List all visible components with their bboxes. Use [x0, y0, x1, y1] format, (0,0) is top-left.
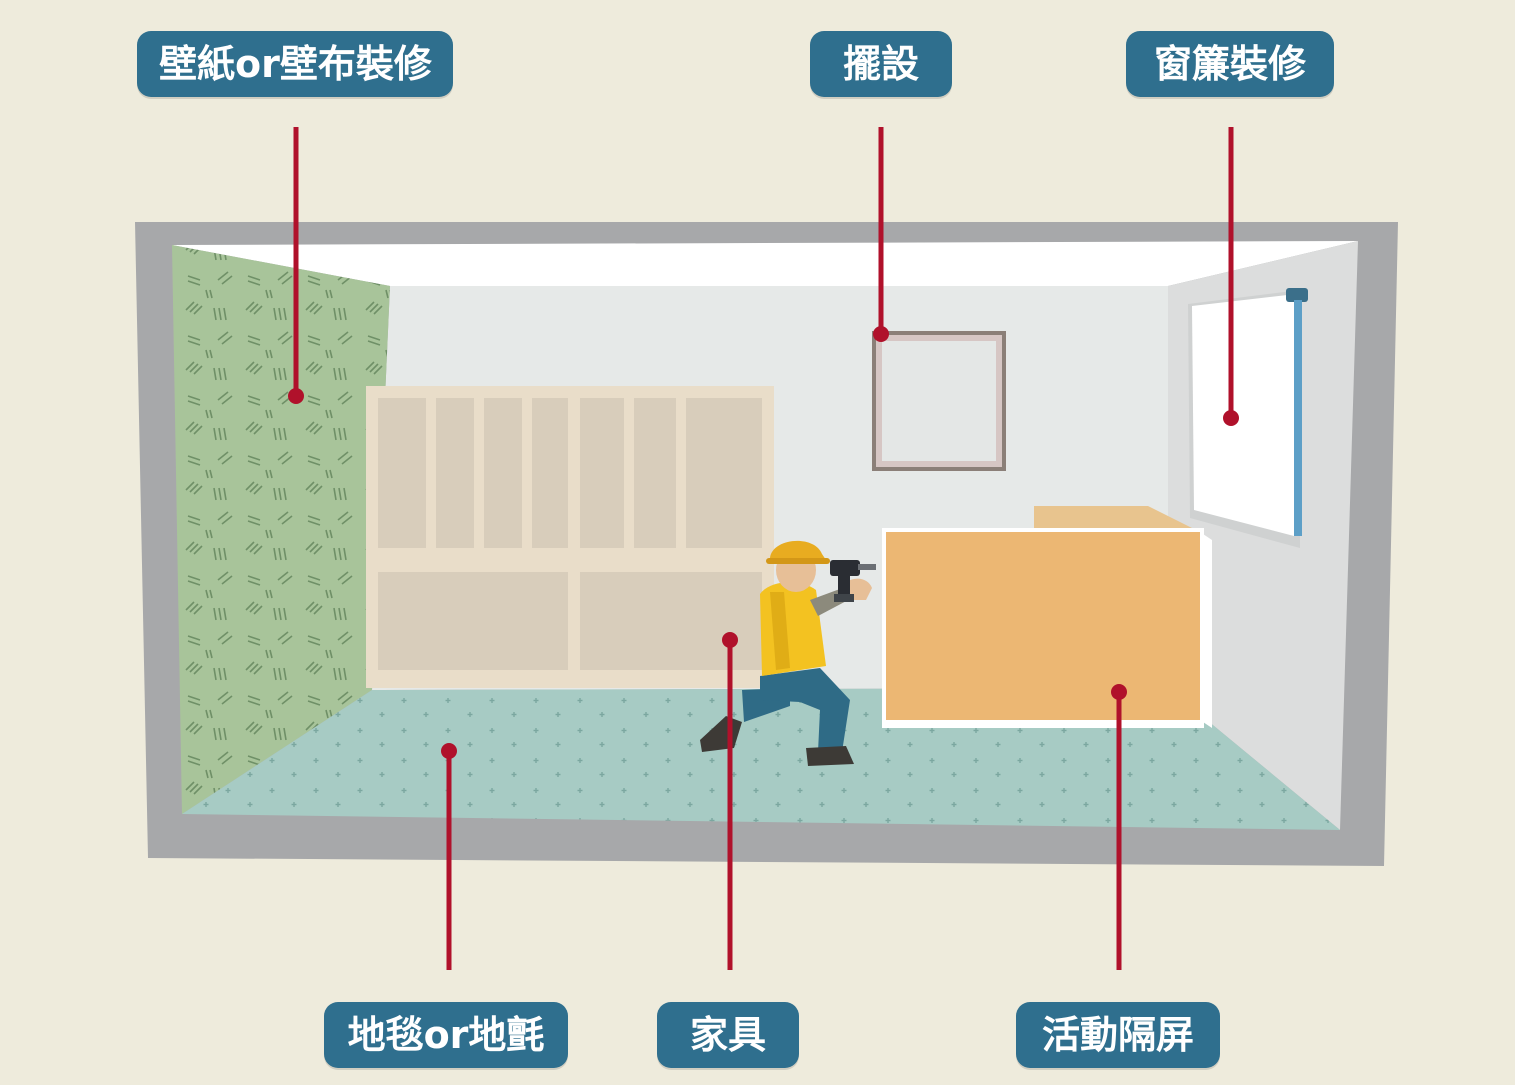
label-carpet: 地毯or地氈	[324, 1002, 568, 1068]
wallpaper-wall	[172, 245, 390, 814]
leader-curtain	[1223, 127, 1239, 426]
ceiling	[172, 241, 1358, 286]
roller-blind-icon	[1188, 288, 1308, 548]
label-curtain: 窗簾裝修	[1126, 31, 1334, 97]
label-decor: 擺設	[810, 31, 952, 97]
leader-partition	[1111, 684, 1127, 970]
leader-carpet	[441, 743, 457, 970]
label-furniture: 家具	[657, 1002, 799, 1068]
worker-with-drill-icon	[700, 540, 876, 766]
leader-decor	[873, 127, 889, 342]
leader-lines	[288, 127, 1239, 970]
bookshelf	[366, 386, 774, 688]
leader-wallpaper	[288, 127, 304, 404]
picture-frame-icon	[872, 331, 1006, 471]
leader-furniture	[722, 632, 738, 970]
label-wallpaper: 壁紙or壁布裝修	[137, 31, 453, 97]
movable-partition	[882, 506, 1212, 728]
label-partition: 活動隔屏	[1016, 1002, 1220, 1068]
